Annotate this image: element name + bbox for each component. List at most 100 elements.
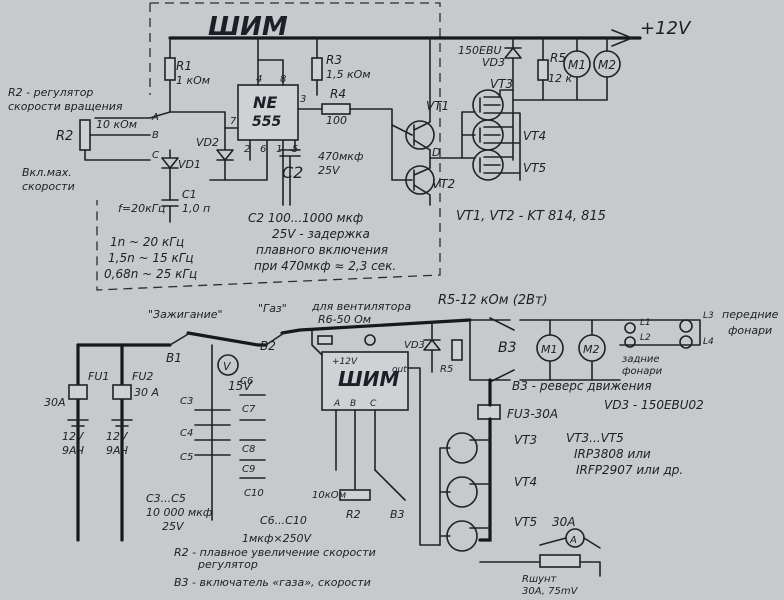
pin-c: C [152,150,159,161]
lamp-l1 [624,322,636,334]
c3c5-line2: 10 000 мкф [146,506,212,519]
c1-capacitor [161,199,179,223]
c3c5-line3: 25V [162,520,185,533]
vd3-bottom-diode [423,321,441,373]
c1-value: 1,0 п [182,202,210,215]
r4-resistor [321,103,351,115]
c10-label: C10 [244,488,264,499]
vd2-diode [216,127,234,181]
ic-model: 555 [252,114,281,130]
vd3-part-note: VD3 - 150EBU02 [604,398,704,412]
supply-label: +12V [640,18,692,39]
fu2-rating: 30 A [134,386,159,399]
c2-note-2: 25V - задержка [272,227,370,241]
pwm-block-wiring [311,329,441,546]
vt2-label: VT2 [432,177,455,191]
c6c10-line1: C6...C10 [260,514,307,527]
front-lamps-line2: фонари [728,324,772,337]
c2-note-4: при 470мкф ≈ 2,3 сек. [254,259,396,273]
shunt-line1: Rшунт [522,574,558,585]
fu3-label: FU3-30A [507,407,558,421]
vt4-label: VT4 [523,129,546,143]
fu1-label: FU1 [88,370,109,383]
voltmeter [217,354,239,376]
c2-value1: 470мкф [318,150,363,163]
vt1-transistor [405,120,435,150]
m2-bottom-label: M2 [583,343,600,356]
c2-note-3: плавного включения [256,243,388,257]
vt5-label: VT5 [523,161,546,175]
c3-label: C3 [180,396,193,407]
mosfet-note-line1: VT3...VT5 [566,431,624,445]
ic-name: NE [253,93,277,112]
bat1-capacity: 9АЧ [62,444,85,457]
vt4-bottom-mosfet [446,476,478,508]
r6-resistor [317,335,333,345]
r2-note-line1: R2 - плавное увеличение скорости [174,546,376,559]
pwm-block-pin-a: A [333,399,340,409]
c2-capacitor [279,149,301,206]
freq-note-2: 1,5n ~ 15 кГц [108,251,194,265]
lamp-l2 [624,336,636,348]
c8-label: C8 [242,444,255,455]
shunt-wiring [479,537,601,577]
b3-switch [374,469,406,501]
supply-arrow-icon [611,29,633,47]
r3-label: R3 [326,53,342,67]
mosfet-leads [479,89,521,181]
pwm-block-title: ШИМ [338,367,399,391]
bat2-capacity: 9АЧ [106,444,129,457]
ic-pin3: 3 [300,94,306,105]
vd3-diode [504,37,522,91]
vt3-bottom-label: VT3 [514,433,537,447]
r5-value: 12 к [548,72,572,85]
c2-label: C2 [282,163,303,182]
bat1-voltage: 12V [62,430,85,443]
c5-label: C5 [180,452,193,463]
r4-wire [297,108,393,126]
vd1-diode [161,149,179,201]
vt5-mosfet [472,149,504,181]
shunt-resistor [539,554,581,568]
main-bus [76,318,472,347]
r2-note-line2: регулятор [197,558,258,571]
r5-bottom-label: R5 [440,364,453,375]
rear-lamps-line1: задние [622,354,660,365]
pwm-block-out: out [392,365,407,375]
voltmeter-symbol: V [223,360,232,373]
c4-label: C4 [180,428,193,439]
ic-pin7: 7 [230,116,237,127]
mosfet-note-line3: IRFP2907 или др. [576,463,683,477]
pwm-block-pin-c: C [370,399,377,409]
cap-bank-wiring [194,344,266,521]
transistor-note: VT1, VT2 - KT 814, 815 [456,209,606,224]
freq-note-3: 0,68n ~ 25 кГц [104,267,197,281]
b2-switch [265,332,285,346]
ic-pin2: 2 [244,144,250,155]
c3c5-line1: C3...C5 [146,492,186,505]
vt3-bottom-mosfet [446,432,478,464]
ic-pin1: 1 [276,144,282,155]
vt3-label: VT3 [490,77,513,91]
c1-label: C1 [182,188,197,201]
pwm-block-supply: +12V [332,357,358,367]
c7-label: C7 [242,404,256,415]
shunt-line2: 30A, 75mV [522,586,579,597]
r2-desc-line1: R2 - регулятор [8,86,93,99]
bottom-fuse-30a: 30A [552,515,575,529]
b1-label: B1 [166,351,182,365]
c9-label: C9 [242,464,255,475]
pwm-block [321,351,409,411]
pwm-module-boundary [96,2,441,291]
ic-wiring [169,37,296,206]
lamp-l4 [679,335,693,349]
fan-line2: R6-50 Ом [318,313,371,326]
vt5-bottom-mosfet [446,520,478,552]
fan-indicator [364,334,376,346]
vt1-leads [391,37,431,151]
lamp-l1-label: L1 [640,318,651,328]
b3-reverse-note: B3 - реверс движения [512,379,652,393]
front-lamps-line1: передние [722,308,779,321]
r1-label: R1 [176,59,192,73]
